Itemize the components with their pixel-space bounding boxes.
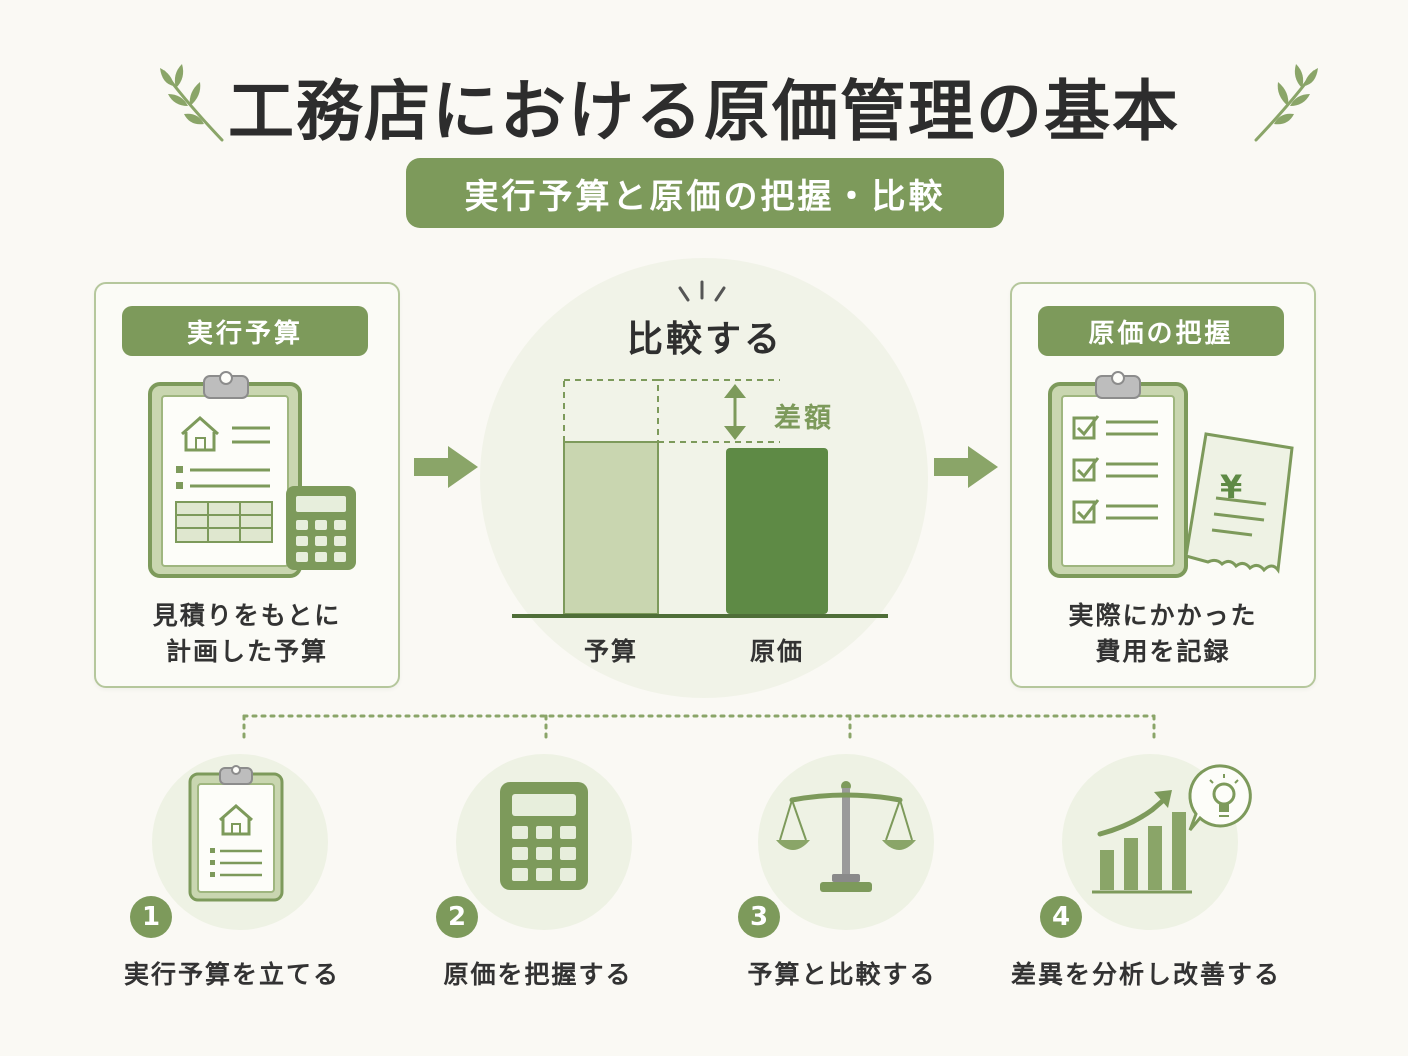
leaf-decoration-left-icon (160, 64, 224, 142)
calculator-icon (500, 782, 588, 890)
cost-panel: 原価の把握 ¥ 実際にかかった 費用を記録 (1010, 282, 1316, 688)
budget-caption-line1: 見積りをもとに (152, 601, 342, 630)
step-1-number: 1 (130, 896, 172, 938)
step-3-number: 3 (738, 896, 780, 938)
cost-bar-label: 原価 (749, 637, 804, 666)
checklist-clipboard-icon (1048, 371, 1294, 578)
comparison-bar-chart (512, 379, 888, 618)
cost-bar (726, 448, 828, 614)
comparison-heading: 比較する (626, 319, 783, 360)
step-1-label: 実行予算を立てる (123, 960, 340, 989)
leaf-decoration-right-icon (1254, 64, 1318, 142)
step-4-label: 差異を分析し改善する (1010, 960, 1281, 989)
subtitle-banner: 実行予算と原価の把握・比較 (406, 158, 1004, 228)
budget-panel: 実行予算 見積りをもとに 計画した予算 (94, 282, 400, 688)
budget-clipboard-icon (148, 371, 356, 578)
cost-caption-line1: 実際にかかった (1068, 601, 1258, 630)
difference-arrow-head-up (724, 384, 746, 398)
step-connector-lines (242, 714, 1156, 744)
budget-bar (563, 441, 659, 615)
emphasis-rays-icon (678, 280, 726, 302)
clipboard-icon (188, 765, 284, 902)
difference-label: 差額 (774, 403, 834, 434)
budget-bar-label: 予算 (583, 637, 638, 666)
step-2-number: 2 (436, 896, 478, 938)
yen-symbol: ¥ (1220, 468, 1243, 506)
comparison-background (480, 258, 928, 698)
lightbulb-icon (1188, 764, 1252, 831)
growth-chart-icon (1092, 790, 1192, 894)
step-4-number: 4 (1040, 896, 1082, 938)
difference-arrow-head-down (724, 426, 746, 440)
arrow-right-icon (934, 446, 998, 488)
cost-panel-header: 原価の把握 (1038, 306, 1284, 356)
step-3-label: 予算と比較する (747, 960, 937, 989)
budget-caption-line2: 計画した予算 (165, 637, 328, 666)
budget-panel-header: 実行予算 (122, 306, 368, 356)
page-title: 工務店における原価管理の基本 (228, 73, 1180, 150)
arrow-right-icon (414, 446, 478, 488)
step-2-label: 原価を把握する (443, 960, 633, 989)
scales-icon (776, 781, 916, 892)
cost-caption-line2: 費用を記録 (1095, 637, 1231, 666)
